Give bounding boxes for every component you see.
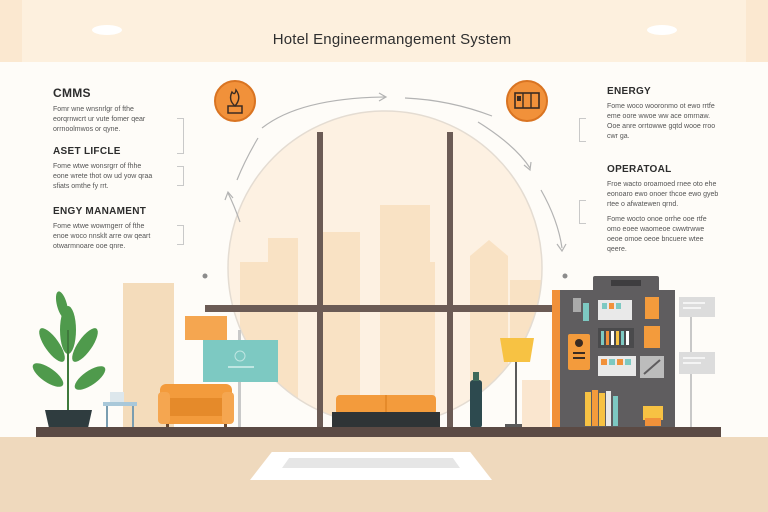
panel-energy-bracket [579,118,586,142]
ceiling-inner [22,0,746,62]
panel-energy-mgmt-body: Fome wtwe wowmgerr of fthe enoe woco nns… [53,223,151,250]
plant-gear-icon [214,80,256,122]
panel-energy-heading: ENERGY [607,86,652,97]
panel-cmms-body: Fomr wne wnsnrlgr of fthe eorqrnwcrt ur … [53,106,146,133]
sofa [332,395,440,428]
panel-energy: ENERGY Fome woco wooronmo ot ewo rrtfe e… [607,86,719,142]
side-table [103,392,137,428]
ceiling-light-left [92,25,122,35]
panel-cmms-heading: CMMS [53,86,91,100]
cycle-arrows [224,92,567,253]
potted-plant [32,291,106,428]
panel-energy-mgmt-heading: ENGY MANAMENT [53,206,147,217]
panel-operational-bracket [579,200,586,224]
armchair [158,384,234,430]
ceiling-light-right [647,25,677,35]
panel-operational-body-2: Fome wocto onoe orrhe ooe rtfe omo eoee … [607,216,707,253]
rug-inner [282,458,460,468]
panel-asset-bracket [177,166,184,186]
panel-asset-lifecycle: ASET LIFCLE Fome wtwe wonsrgrr of fhhe e… [53,146,213,192]
floor-lamp [500,338,534,427]
wall-panel [522,380,550,428]
panel-operational-heading: OPERATOAL [607,164,672,175]
wall-pipe-gauges [679,297,715,428]
info-screen [185,316,278,430]
engineering-cabinet [552,276,675,428]
panel-operational: OPERATOAL Froe wacto oroamoed rnee oto e… [607,164,721,255]
baseboard [36,427,721,437]
connector-dot-left [202,273,208,279]
panel-asset-heading: ASET LIFCLE [53,146,121,157]
panel-cmms-bracket [177,118,184,154]
round-window [205,110,553,428]
panel-asset-body: Fome wtwe wonsrgrr of fhhe eone wrete th… [53,163,153,190]
panel-energy-body: Fome woco wooronmo ot ewo rrtfe eme oore… [607,103,716,140]
panel-energy-mgmt-bracket [177,225,184,245]
panel-energy-management: ENGY MANAMENT Fome wtwe wowmgerr of fthe… [53,206,213,252]
panel-operational-body-1: Froe wacto oroamoed rnee oto ehe eonoaro… [607,181,719,208]
panel-cmms: CMMS Fomr wne wnsnrlgr of fthe eorqrnwcr… [53,86,213,135]
waste-bin [470,372,482,428]
energy-panel-icon [506,80,548,122]
page-title: Hotel Engineermangement System [272,31,512,48]
connector-dot-right [562,273,568,279]
